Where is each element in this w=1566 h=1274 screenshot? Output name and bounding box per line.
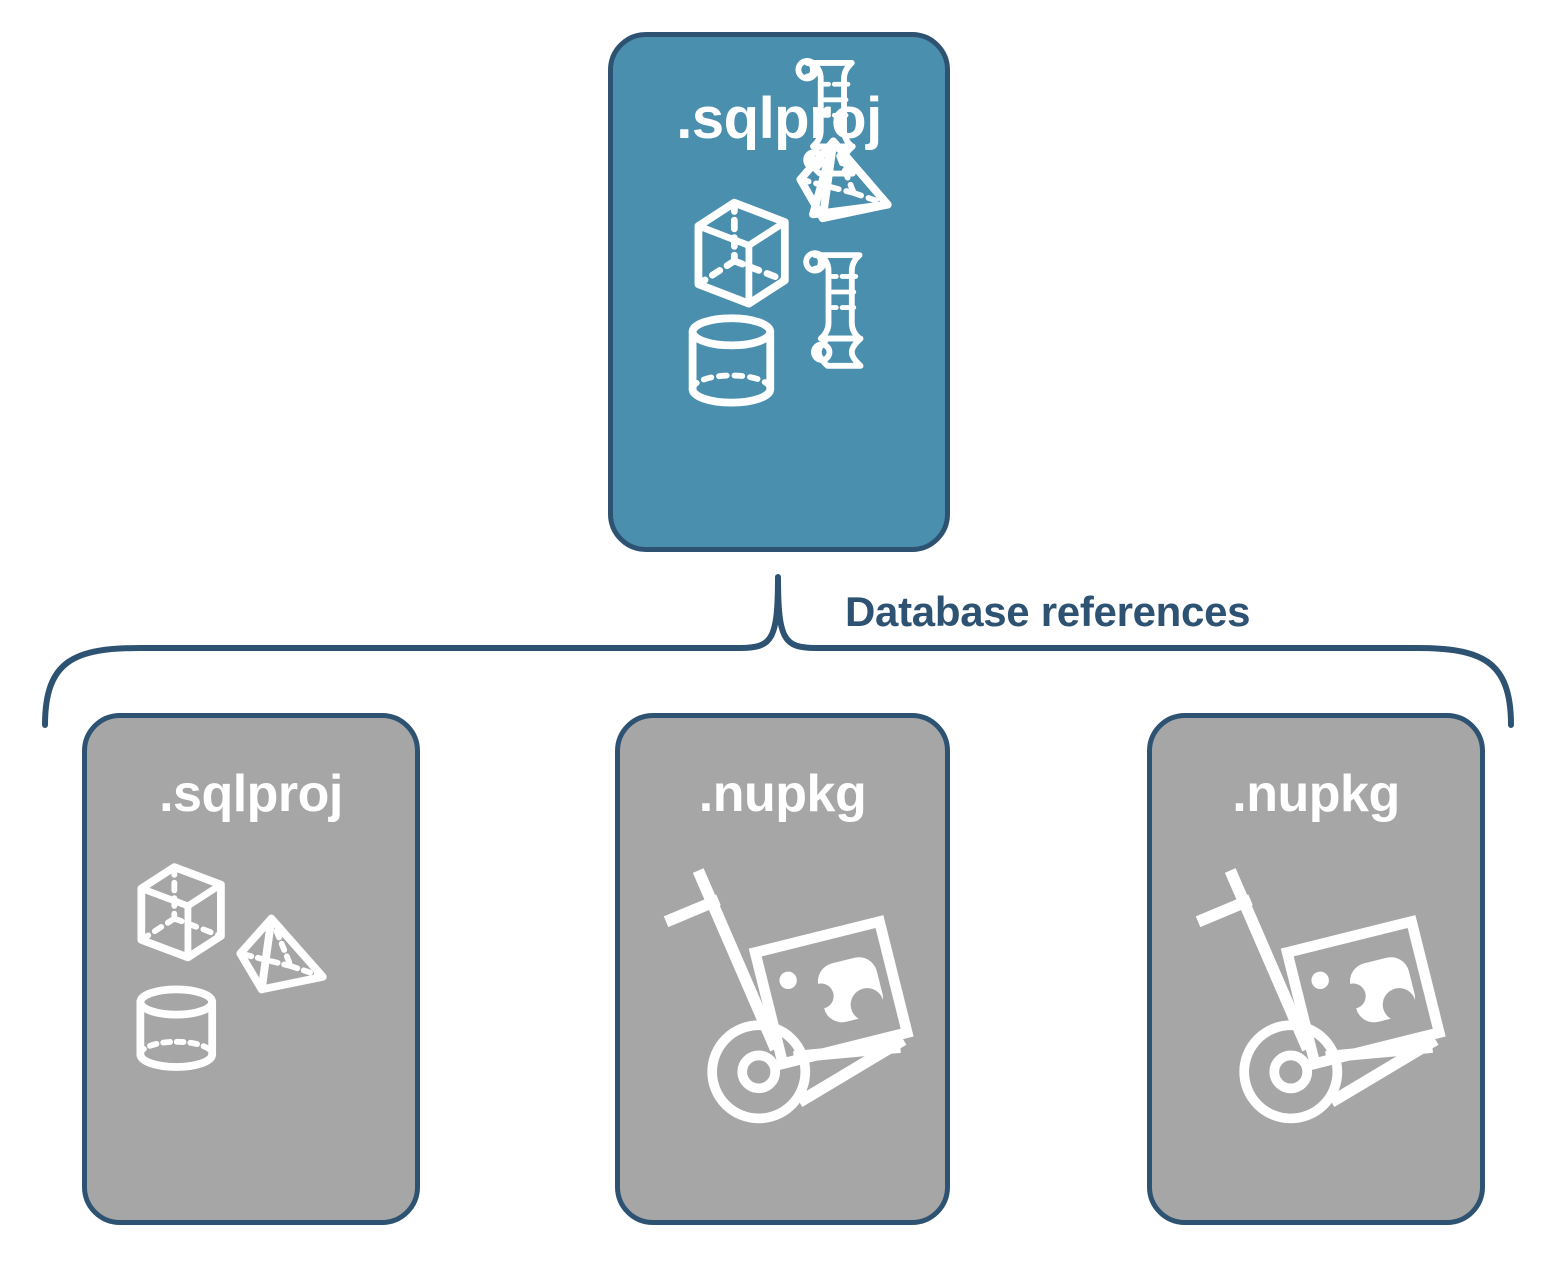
node-child-nupkg-2[interactable]: .nupkg (1147, 713, 1485, 1225)
node-title: .sqlproj (676, 86, 882, 151)
pyramid-icon (796, 137, 892, 223)
cylinder-icon (688, 314, 775, 407)
hand-truck-icon (1239, 1020, 1343, 1124)
database-references-bracket (42, 574, 1514, 728)
hand-truck-icon (707, 1020, 811, 1124)
hand-truck-icon (663, 868, 907, 1107)
node-child-sqlproj[interactable]: .sqlproj (82, 713, 420, 1225)
connector-label-database-references: Database references (845, 588, 1251, 635)
script-scroll-icon (803, 250, 864, 369)
node-sqlproj-root[interactable]: .sqlproj (608, 32, 950, 552)
cube-icon (694, 198, 789, 308)
node-child-nupkg-1[interactable]: .nupkg (615, 713, 950, 1225)
pyramid-icon (236, 914, 327, 994)
node-title: .nupkg (1232, 765, 1400, 823)
nuget-package-icon (748, 915, 914, 1071)
node-title: .sqlproj (159, 765, 343, 823)
cylinder-icon (136, 985, 217, 1071)
nuget-package-icon (1280, 915, 1446, 1071)
cube-icon (137, 863, 225, 962)
node-title: .nupkg (698, 765, 867, 823)
hand-truck-icon (1195, 868, 1439, 1108)
